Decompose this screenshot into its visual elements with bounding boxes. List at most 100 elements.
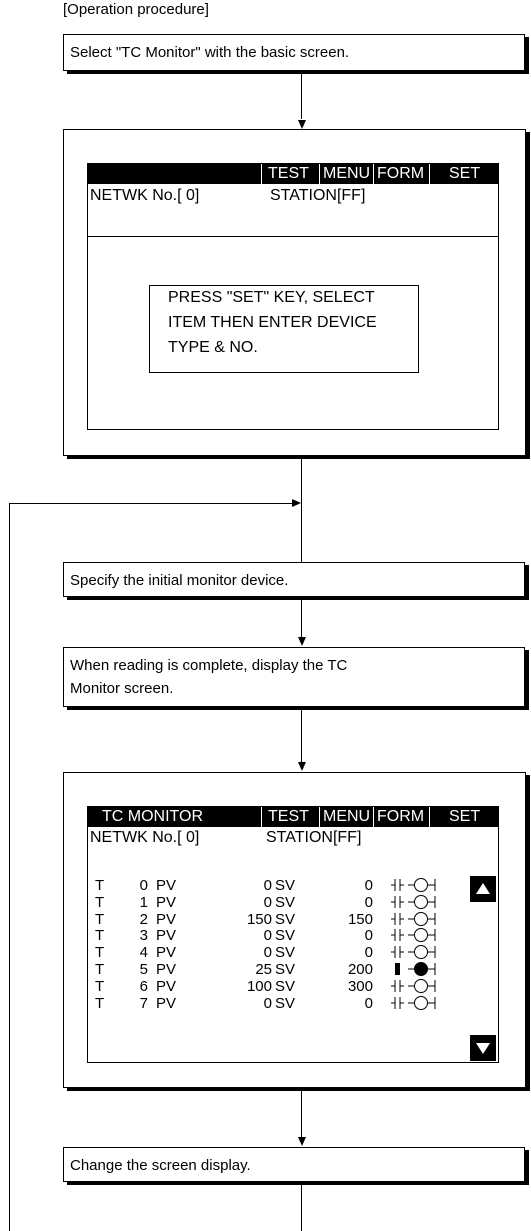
tc-monitor-menubar: TC MONITOR TEST MENU FORM SET xyxy=(88,807,498,827)
set-value: 0 xyxy=(364,877,373,894)
step-select-tc-monitor: Select "TC Monitor" with the basic scree… xyxy=(63,34,525,71)
pv-label: PV xyxy=(156,927,177,945)
device-type: T xyxy=(95,893,105,911)
present-value: 0 xyxy=(263,944,272,962)
ladder-status xyxy=(391,995,436,1010)
set-value: 0 xyxy=(364,944,373,962)
pv-label: PV xyxy=(156,944,177,962)
flow-connector xyxy=(301,73,302,119)
set-value: 0 xyxy=(364,927,373,945)
menu-test[interactable]: TEST xyxy=(268,808,309,825)
present-value: 0 xyxy=(263,994,272,1012)
scroll-up-button[interactable] xyxy=(470,876,496,902)
step-specify-device-text: Specify the initial monitor device. xyxy=(70,572,289,589)
device-type: T xyxy=(95,927,105,945)
device-number: 5 xyxy=(139,961,148,978)
scroll-down-button[interactable] xyxy=(470,1035,496,1061)
triangle-up-icon xyxy=(476,883,490,894)
ladder-status xyxy=(391,878,436,892)
set-value: 300 xyxy=(347,977,373,995)
menu-set[interactable]: SET xyxy=(449,165,481,182)
menu-separator xyxy=(319,164,320,184)
step-select-tc-monitor-text: Select "TC Monitor" with the basic scree… xyxy=(70,44,350,61)
pv-label: PV xyxy=(156,994,177,1012)
contact-open-icon xyxy=(391,929,404,942)
ladder-status xyxy=(391,945,436,960)
ladder-status xyxy=(391,978,436,993)
tc-monitor-frame: TC MONITOR TEST MENU FORM SET NETWK No.[… xyxy=(63,772,526,1088)
device-number: 2 xyxy=(139,910,148,928)
contact-open-icon xyxy=(391,895,404,908)
sv-label: SV xyxy=(275,977,296,995)
ladder-status xyxy=(395,962,436,976)
tc-monitor-title: TC MONITOR xyxy=(102,808,204,825)
present-value: 25 xyxy=(255,961,272,978)
contact-open-icon xyxy=(391,979,404,992)
menu-menu[interactable]: MENU xyxy=(323,808,371,825)
pv-label: PV xyxy=(156,961,177,978)
instruction-message-box: PRESS "SET" KEY, SELECT ITEM THEN ENTER … xyxy=(149,285,419,373)
menu-menu[interactable]: MENU xyxy=(323,165,371,182)
procedure-heading: [Operation procedure] xyxy=(63,1,209,18)
sv-label: SV xyxy=(275,927,296,945)
coil-off-icon xyxy=(408,911,436,926)
instruction-line: TYPE & NO. xyxy=(168,339,258,356)
device-type: T xyxy=(95,877,105,894)
netwk-number: NETWK No.[ 0] xyxy=(90,187,200,204)
basic-screen-frame: TEST MENU FORM SET NETWK No.[ 0] STATION… xyxy=(63,129,526,456)
menu-form[interactable]: FORM xyxy=(377,165,425,182)
device-number: 6 xyxy=(139,977,148,995)
menu-form[interactable]: FORM xyxy=(377,808,425,825)
set-value: 150 xyxy=(347,910,373,928)
menu-test[interactable]: TEST xyxy=(268,165,309,182)
flow-connector xyxy=(301,709,302,765)
flow-arrow-icon xyxy=(292,499,301,507)
device-number: 0 xyxy=(139,877,148,894)
instruction-line: ITEM THEN ENTER DEVICE xyxy=(168,314,377,331)
flow-arrow-icon xyxy=(298,1137,306,1146)
basic-screen-menubar: TEST MENU FORM SET xyxy=(88,164,498,184)
sv-label: SV xyxy=(275,910,296,928)
sv-label: SV xyxy=(275,893,296,911)
step-display-tc-monitor-text: When reading is complete, display the TC xyxy=(70,657,348,674)
step-specify-device: Specify the initial monitor device. xyxy=(63,562,525,597)
coil-off-icon xyxy=(408,995,436,1010)
netwk-number: NETWK No.[ 0] xyxy=(90,829,200,846)
coil-off-icon xyxy=(408,878,436,892)
contact-open-icon xyxy=(391,946,404,959)
menu-separator xyxy=(373,807,374,827)
ladder-status xyxy=(391,911,436,926)
present-value: 150 xyxy=(246,910,272,928)
set-value: 200 xyxy=(347,961,373,978)
station-number: STATION[FF] xyxy=(270,187,366,204)
station-number: STATION[FF] xyxy=(266,829,362,846)
present-value: 0 xyxy=(263,927,272,945)
menu-separator xyxy=(429,807,430,827)
device-number: 7 xyxy=(139,994,148,1012)
sv-label: SV xyxy=(275,994,296,1012)
step-display-tc-monitor-text: Monitor screen. xyxy=(70,680,174,697)
menu-separator xyxy=(429,164,430,184)
step-change-display-text: Change the screen display. xyxy=(70,1157,251,1174)
coil-on-icon xyxy=(408,962,436,976)
device-number: 4 xyxy=(139,944,148,962)
sv-label: SV xyxy=(275,944,296,962)
menu-set[interactable]: SET xyxy=(449,808,481,825)
coil-off-icon xyxy=(408,928,436,943)
loop-back-line xyxy=(9,503,293,504)
menu-separator xyxy=(373,164,374,184)
present-value: 0 xyxy=(263,893,272,911)
ladder-status xyxy=(391,928,436,943)
step-change-display: Change the screen display. xyxy=(63,1147,525,1182)
menu-separator xyxy=(261,807,262,827)
triangle-down-icon xyxy=(476,1043,490,1054)
coil-off-icon xyxy=(408,978,436,993)
pv-label: PV xyxy=(156,893,177,911)
